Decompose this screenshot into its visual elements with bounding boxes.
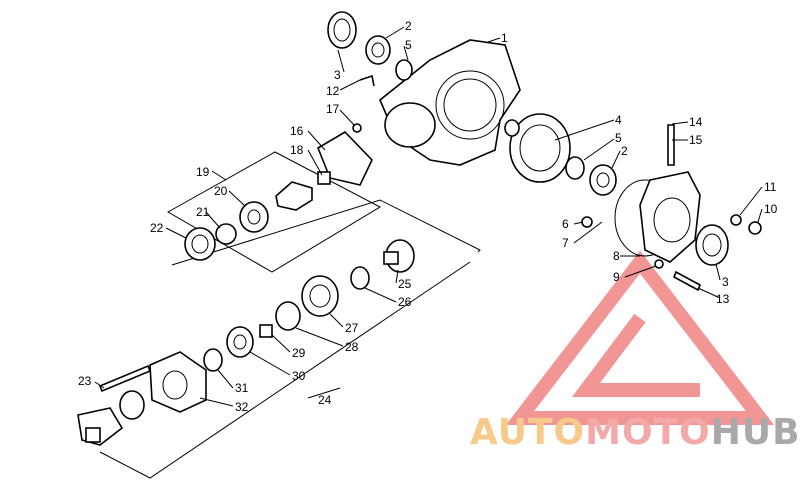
callout-4: 4 (615, 113, 622, 127)
callout-21: 21 (196, 205, 210, 219)
bolt-14 (667, 124, 675, 166)
callout-31: 31 (235, 381, 249, 395)
callout-2-top: 2 (405, 19, 412, 33)
plug-10 (748, 221, 762, 235)
callout-2-right: 2 (621, 144, 628, 158)
group-24-frame (171, 199, 481, 266)
washer-11 (730, 214, 742, 226)
callout-16: 16 (290, 124, 304, 138)
callout-7: 7 (562, 236, 569, 250)
group-19-frame (166, 151, 382, 273)
gear-25 (383, 239, 415, 273)
coupler-27 (301, 275, 339, 317)
callout-10: 10 (764, 202, 778, 216)
watermark-text: AUTOMOTOHUB (470, 412, 800, 453)
ring-28 (275, 301, 301, 331)
yoke (77, 407, 124, 446)
watermark-text-hub: HUB (710, 412, 800, 453)
bearing-20 (239, 201, 269, 233)
snap-ring-26 (350, 266, 370, 290)
seal-22 (184, 227, 216, 261)
callout-19: 19 (196, 165, 210, 179)
callout-15: 15 (689, 133, 703, 147)
callout-28: 28 (345, 340, 359, 354)
race-21 (215, 223, 237, 245)
callout-11: 11 (764, 180, 777, 194)
callout-3-top: 3 (334, 68, 341, 82)
watermark-logo (505, 250, 775, 425)
callout-18: 18 (290, 143, 304, 157)
callout-27: 27 (345, 321, 359, 335)
callout-13: 13 (716, 292, 730, 306)
washer-9 (654, 259, 664, 269)
seal-right (695, 224, 729, 266)
callout-26: 26 (398, 295, 412, 309)
callout-1: 1 (501, 31, 508, 45)
callout-3-right: 3 (722, 275, 729, 289)
seal-top (327, 11, 357, 49)
seal-32b (119, 390, 145, 420)
callout-24: 24 (318, 393, 332, 407)
callout-29: 29 (292, 346, 306, 360)
vent-hose (359, 74, 375, 87)
callout-22: 22 (150, 221, 164, 235)
bolt-13 (672, 270, 702, 292)
housing (379, 39, 521, 166)
leader-lines (94, 26, 763, 407)
cover (614, 171, 701, 263)
washer-6 (581, 216, 593, 228)
bearing-top (365, 35, 391, 65)
callout-14: 14 (689, 115, 703, 129)
shim-right (565, 156, 585, 180)
pinion-gear (275, 171, 331, 211)
watermark-text-moto: MOTO (585, 412, 711, 453)
shim-top (395, 59, 413, 81)
watermark-text-auto: AUTO (470, 412, 586, 453)
callout-17: 17 (326, 102, 340, 116)
bushing-29 (259, 324, 273, 338)
ring-gear (504, 113, 571, 183)
callout-30: 30 (292, 369, 306, 383)
callout-6: 6 (562, 217, 569, 231)
bearing-right (589, 164, 617, 196)
callout-32: 32 (235, 400, 249, 414)
ring-31 (203, 348, 223, 372)
group-24-frame-lower (99, 261, 471, 479)
callout-12: 12 (326, 84, 340, 98)
bearing-30 (226, 326, 254, 358)
bolt-23 (98, 364, 152, 393)
callout-9: 9 (613, 270, 620, 284)
housing-32 (149, 351, 207, 413)
callout-23: 23 (78, 374, 92, 388)
callout-8: 8 (613, 249, 620, 263)
callout-5-top: 5 (405, 38, 412, 52)
callout-20: 20 (214, 184, 228, 198)
callout-5-right: 5 (615, 131, 622, 145)
callout-25: 25 (398, 277, 412, 291)
